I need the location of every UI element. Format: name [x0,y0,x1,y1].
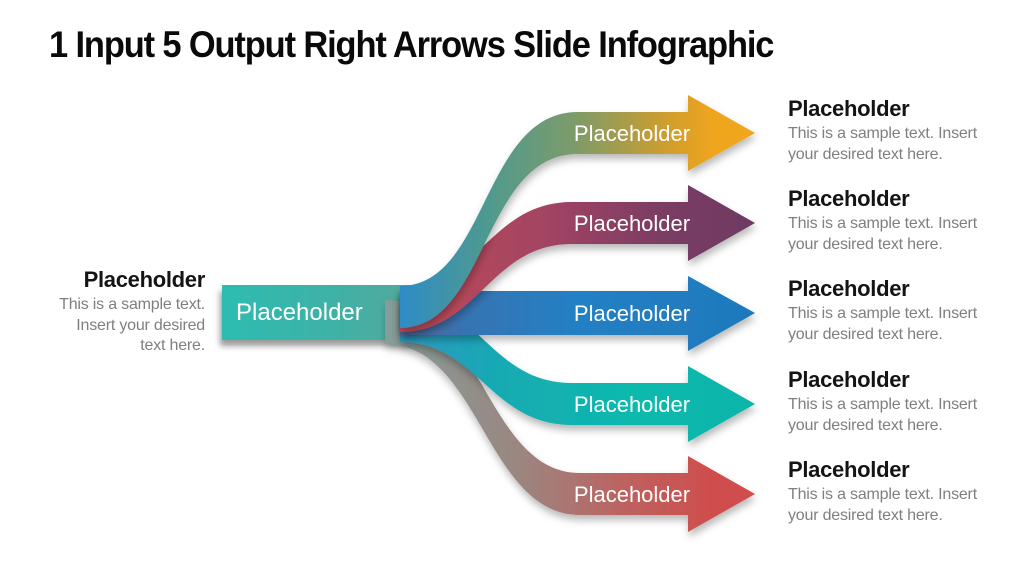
output-ribbon-5 [385,300,755,532]
output-text-block-1: Placeholder This is a sample text. Inser… [788,96,1003,165]
input-arrow-band [222,285,412,340]
output-description-4: This is a sample text. Insert your desir… [788,396,977,434]
output-ribbon-1 [400,95,755,328]
input-heading: Placeholder [83,267,206,292]
output-arrow-label-3: Placeholder [574,301,690,326]
output-ribbon-3 [400,276,755,351]
output-heading-3: Placeholder [788,276,910,301]
output-description-2: This is a sample text. Insert your desir… [788,215,977,253]
input-description: This is a sample text. Insert your desir… [59,296,205,355]
output-arrow-label-4: Placeholder [574,392,690,417]
slide-title: 1 Input 5 Output Right Arrows Slide Info… [49,24,774,65]
output-description-5: This is a sample text. Insert your desir… [788,486,977,524]
output-heading-1: Placeholder [788,96,910,121]
output-ribbon-4 [400,298,755,442]
output-heading-4: Placeholder [788,367,910,392]
output-description-3: This is a sample text. Insert your desir… [788,305,977,343]
output-ribbon-2 [400,185,755,332]
input-text-block: Placeholder This is a sample text. Inser… [40,267,206,357]
output-text-block-2: Placeholder This is a sample text. Inser… [788,186,1003,255]
output-text-block-4: Placeholder This is a sample text. Inser… [788,367,1003,436]
output-heading-2: Placeholder [788,186,910,211]
output-text-block-5: Placeholder This is a sample text. Inser… [788,457,1003,526]
output-description-1: This is a sample text. Insert your desir… [788,125,977,163]
output-heading-5: Placeholder [788,457,910,482]
input-arrow-label: Placeholder [236,299,363,326]
output-arrow-label-1: Placeholder [574,121,690,146]
output-arrow-label-5: Placeholder [574,482,690,507]
output-arrow-label-2: Placeholder [574,211,690,236]
output-text-block-3: Placeholder This is a sample text. Inser… [788,276,1003,345]
